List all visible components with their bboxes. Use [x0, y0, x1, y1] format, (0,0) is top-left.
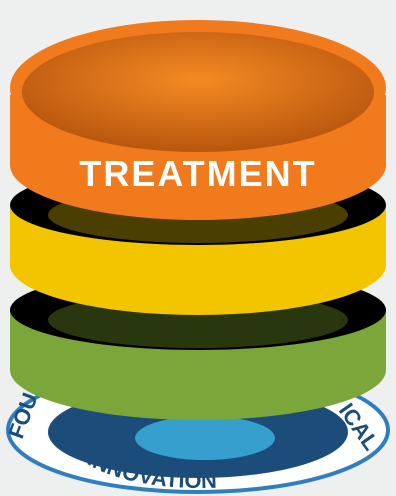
brain-icon [135, 416, 275, 460]
treatment-label: TREATMENT [79, 153, 316, 194]
orange-band: TREATMENT [10, 20, 386, 220]
bowl-inside [22, 32, 374, 152]
